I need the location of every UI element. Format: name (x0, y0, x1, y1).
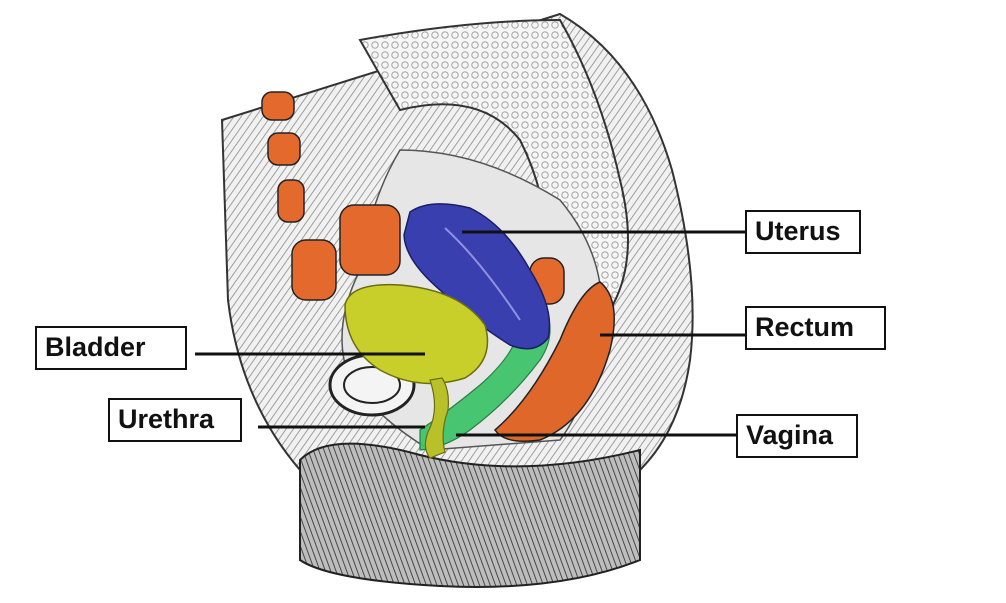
label-uterus: Uterus (745, 210, 861, 254)
label-bladder: Bladder (35, 326, 187, 370)
vertebra-1 (261, 91, 295, 121)
pubic-bone (339, 204, 401, 276)
rectum-shape (494, 281, 615, 442)
vertebra-4 (291, 239, 337, 301)
vertebra-3 (277, 179, 305, 223)
urethra-shape (424, 377, 449, 459)
label-rectum: Rectum (745, 306, 886, 350)
bladder-shape (344, 283, 489, 385)
uterus-shape (403, 203, 551, 350)
vertebra-2 (267, 132, 301, 166)
label-urethra: Urethra (108, 398, 242, 442)
buttock-mass (299, 442, 641, 588)
label-vagina: Vagina (736, 414, 858, 458)
